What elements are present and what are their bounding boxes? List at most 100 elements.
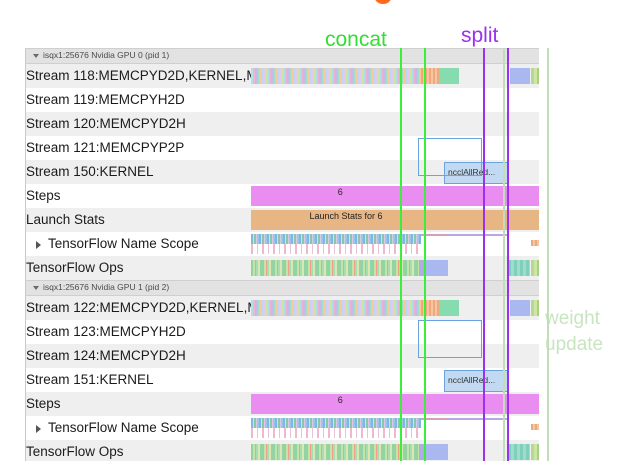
timeline-row-label: Stream 123:MEMCPYH2D [26,320,251,344]
weight-update-name-scope [531,424,539,430]
timeline-track[interactable] [251,136,539,160]
timeline-row[interactable]: Stream 118:MEMCPYD2D,KERNEL,ME [26,64,539,88]
split-op [508,260,530,276]
timeline-track[interactable] [251,112,539,136]
timeline-row[interactable]: Stream 121:MEMCPYP2P [26,136,539,160]
weight-update-activity [531,68,539,84]
timeline-row-label: Stream 150:KERNEL [26,160,251,184]
launch-stats-bar-label: Launch Stats for 6 [309,211,383,221]
nccl-allreduce-label: ncclAllRed... [448,375,496,385]
timeline-row[interactable]: Steps 6 [26,184,539,208]
timeline-row-label: Stream 119:MEMCPYH2D [26,88,251,112]
expand-arrow-icon[interactable] [36,241,41,249]
timeline-row[interactable]: TensorFlow Name Scope [26,416,539,440]
timeline-row[interactable]: TensorFlow Name Scope [26,232,539,256]
split-activity [510,68,530,84]
timeline-row-label: TensorFlow Name Scope [48,416,251,440]
timeline-track[interactable]: ncclAllRed... [251,368,539,392]
activity-stripes [421,300,439,316]
name-scope-stripes [421,418,451,420]
chevron-down-icon[interactable] [33,286,39,290]
concat-op [424,444,448,460]
trace-viewer[interactable]: isqx1:25676 Nvidia GPU 0 (pid 1) Stream 1… [25,48,539,461]
timeline-row-label: Steps [26,184,251,208]
name-scope-stripes [251,428,421,438]
timeline-row-label: Stream 151:KERNEL [26,368,251,392]
ops-stripes [251,444,419,460]
expand-arrow-icon[interactable] [36,425,41,433]
group-header-gpu-0[interactable]: isqx1:25676 Nvidia GPU 0 (pid 1) [26,48,539,64]
nccl-allreduce-bar[interactable]: ncclAllRed... [444,162,508,184]
annotation-split: split [461,24,499,47]
name-scope-stripes [251,234,421,244]
steps-bar[interactable] [251,394,539,414]
timeline-track[interactable] [251,256,539,280]
concat-activity [439,300,459,316]
timeline-row[interactable]: Stream 120:MEMCPYD2H [26,112,539,136]
timeline-row-label: Stream 120:MEMCPYD2H [26,112,251,136]
launch-stats-bar[interactable] [251,210,539,230]
timeline-track[interactable]: 6 [251,392,539,416]
steps-bar-label: 6 [337,187,343,197]
timeline-row-label: TensorFlow Ops [26,440,251,461]
timeline-row[interactable]: TensorFlow Ops [26,256,539,280]
weight-update-op [531,260,539,276]
ops-stripes [419,444,427,460]
concat-activity [439,68,459,84]
timeline-row-label: Launch Stats [26,208,251,232]
timeline-row[interactable]: TensorFlow Ops [26,440,539,461]
activity-stripes [421,68,439,84]
timeline-track[interactable] [251,320,539,344]
annotation-weight-update: weight update [545,306,603,358]
split-activity [510,300,530,316]
group-header-gpu-1[interactable]: isqx1:25676 Nvidia GPU 1 (pid 2) [26,280,539,296]
activity-stripes [251,68,421,84]
timeline-row-label: Stream 121:MEMCPYP2P [26,136,251,160]
timeline-track[interactable]: 6 [251,184,539,208]
name-scope-stripes [421,234,451,236]
weight-update-op [531,444,539,460]
timeline-track[interactable] [251,88,539,112]
orange-marker-icon [375,0,391,4]
timeline-row[interactable]: Stream 150:KERNEL ncclAllRed... [26,160,539,184]
name-scope-stripes [448,418,509,420]
activity-stripes [251,300,421,316]
timeline-track[interactable] [251,232,539,256]
weight-update-activity [531,300,539,316]
concat-op [424,260,448,276]
steps-bar[interactable] [251,186,539,206]
nccl-allreduce-label: ncclAllRed... [448,167,496,177]
timeline-row[interactable]: Stream 119:MEMCPYH2D [26,88,539,112]
timeline-row[interactable]: Stream 122:MEMCPYD2D,KERNEL,MI [26,296,539,320]
timeline-row-label: Stream 122:MEMCPYD2D,KERNEL,MI [26,296,251,320]
name-scope-stripes [251,418,421,428]
chevron-down-icon[interactable] [33,54,39,58]
timeline-row-label: TensorFlow Name Scope [48,232,251,256]
timeline-row[interactable]: Stream 151:KERNEL ncclAllRed... [26,368,539,392]
timeline-track[interactable] [251,344,539,368]
weight-update-line2: update [545,334,604,355]
timeline-track[interactable]: Launch Stats for 6 [251,208,539,232]
timeline-track[interactable] [251,64,539,88]
group-header-label: isqx1:25676 Nvidia GPU 0 (pid 1) [43,50,170,60]
split-op [508,444,530,460]
name-scope-stripes [251,244,421,254]
timeline-row-label: Stream 118:MEMCPYD2D,KERNEL,ME [26,64,251,88]
name-scope-stripes [448,234,509,236]
weight-update-line1: weight [545,308,600,329]
timeline-track[interactable] [251,296,539,320]
steps-bar-label: 6 [337,395,343,405]
timeline-row[interactable]: Launch Stats Launch Stats for 6 [26,208,539,232]
timeline-row[interactable]: Stream 124:MEMCPYD2H [26,344,539,368]
nccl-allreduce-bar[interactable]: ncclAllRed... [444,370,508,392]
timeline-track[interactable] [251,440,539,461]
timeline-row-label: TensorFlow Ops [26,256,251,280]
timeline-track[interactable]: ncclAllRed... [251,160,539,184]
timeline-row[interactable]: Stream 123:MEMCPYH2D [26,320,539,344]
annotation-concat: concat [325,28,387,51]
weight-update-name-scope [531,240,539,246]
timeline-row-label: Stream 124:MEMCPYD2H [26,344,251,368]
timeline-track[interactable] [251,416,539,440]
group-header-label: isqx1:25676 Nvidia GPU 1 (pid 2) [43,282,170,292]
